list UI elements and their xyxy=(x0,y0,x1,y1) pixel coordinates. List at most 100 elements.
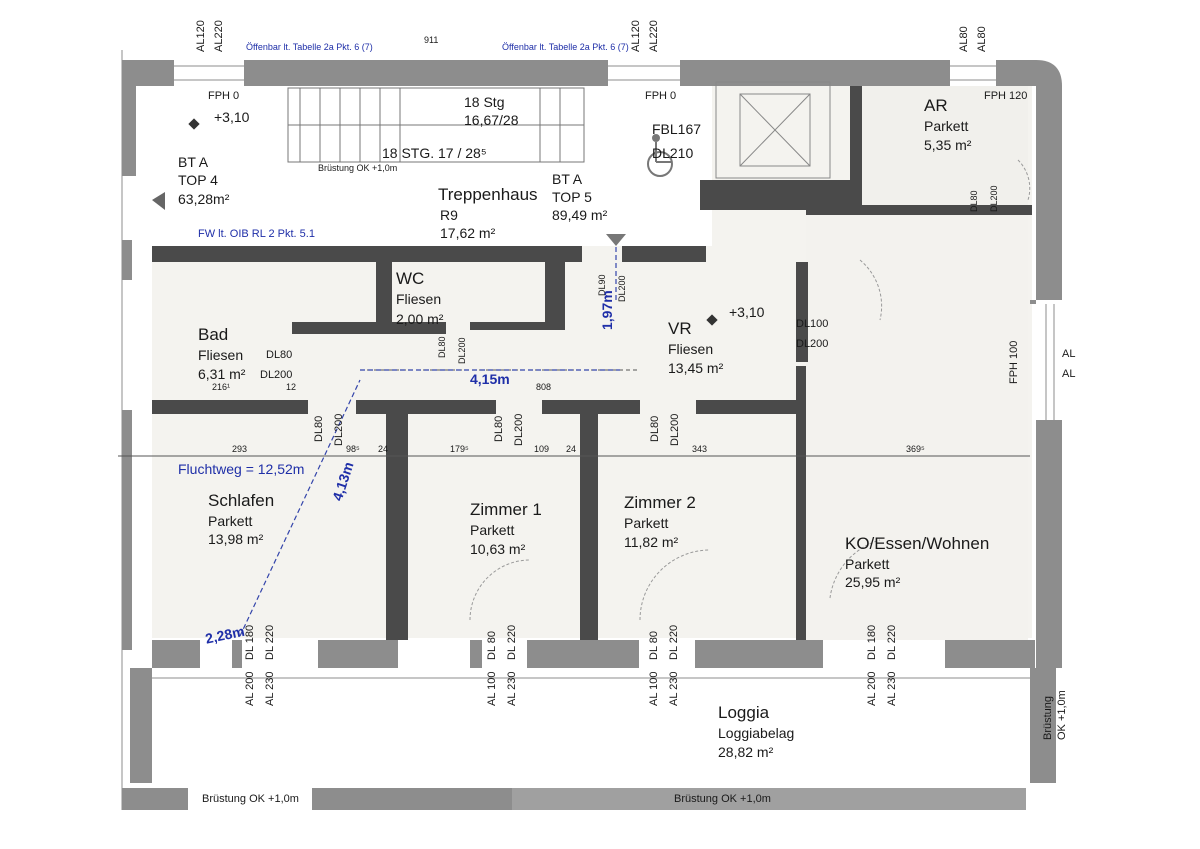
top5-bt: BT A xyxy=(552,171,583,187)
bad-floor: Fliesen xyxy=(198,347,244,363)
zimmer2-area: 11,82 m² xyxy=(624,534,679,550)
opening-label: AL 100 xyxy=(486,671,498,706)
zimmer1-floor: Parkett xyxy=(470,522,515,538)
opening-label: AL 230 xyxy=(264,671,276,706)
top5-area: 89,49 m² xyxy=(552,207,608,223)
bad-name: Bad xyxy=(198,325,229,344)
fph-label: FPH 100 xyxy=(1008,340,1020,384)
exit-arrow-icon xyxy=(152,192,165,210)
zimmer1-area: 10,63 m² xyxy=(470,541,526,557)
opening-label: AL220 xyxy=(648,20,660,52)
escape-distance: 4,15m xyxy=(470,371,510,387)
ar-area: 5,35 m² xyxy=(924,137,972,153)
loggia-name: Loggia xyxy=(718,703,770,722)
opening-label: AL 230 xyxy=(668,671,680,706)
opening-label: AL 200 xyxy=(866,671,878,706)
escape-distance: 1,97m xyxy=(599,290,615,330)
bruestung-label: Brüstung OK +1,0m xyxy=(202,793,299,805)
opening-label: AL220 xyxy=(213,20,225,52)
opening-label: AL120 xyxy=(630,20,642,52)
top4-title: TOP 4 xyxy=(178,172,218,188)
door-label: DL80 xyxy=(493,415,505,442)
door-label: DL80 xyxy=(649,415,661,442)
fbl-line1: FBL167 xyxy=(652,121,702,137)
ar-door: DL80 xyxy=(969,190,979,212)
opening-label: DL 180 xyxy=(866,624,878,660)
bruestung-label: Brüstung xyxy=(1042,695,1054,740)
entrance-arrow-icon xyxy=(606,234,626,246)
ar-floor: Parkett xyxy=(924,118,969,134)
dimension: 369⁵ xyxy=(906,444,925,454)
zimmer2-floor: Parkett xyxy=(624,515,669,531)
schlafen-area: 13,98 m² xyxy=(208,531,264,547)
wc-name: WC xyxy=(396,269,425,288)
wc-floor: Fliesen xyxy=(396,291,442,307)
treppenhaus-code: R9 xyxy=(440,207,458,223)
wheelchair-icon xyxy=(647,134,673,177)
dimension: 98⁵ xyxy=(346,444,360,454)
opening-label: AL 100 xyxy=(648,671,660,706)
staircase xyxy=(287,87,585,163)
schlafen-name: Schlafen xyxy=(208,491,275,510)
door-label: DL80 xyxy=(313,415,325,442)
door-label: DL200 xyxy=(617,275,627,302)
dimension-top: 911 xyxy=(424,35,439,45)
dimension: 109 xyxy=(534,444,550,454)
level-label: +3,10 xyxy=(729,304,765,320)
treppenhaus-name: Treppenhaus xyxy=(438,185,538,204)
fbl-line2: DL210 xyxy=(652,145,694,161)
bruestung-label: OK +1,0m xyxy=(1056,690,1068,740)
top4-bt: BT A xyxy=(178,154,209,170)
opening-label: AL 230 xyxy=(506,671,518,706)
ar-door: DL200 xyxy=(989,185,999,212)
loggia-floor: Loggiabelag xyxy=(718,725,795,741)
opening-label: AL120 xyxy=(195,20,207,52)
kowohnen-name: KO/Essen/Wohnen xyxy=(845,534,990,553)
vr-door: DL200 xyxy=(796,338,829,350)
fw-note: FW lt. OIB RL 2 Pkt. 5.1 xyxy=(198,228,315,240)
wc-door: DL200 xyxy=(457,337,467,364)
door-label: DL200 xyxy=(333,413,345,446)
door-swings xyxy=(469,159,1031,621)
zimmer1-name: Zimmer 1 xyxy=(470,500,542,519)
opening-label: AL 200 xyxy=(244,671,256,706)
top4-area: 63,28m² xyxy=(178,191,230,207)
dimension: 24 xyxy=(378,444,389,454)
bad-area: 6,31 m² xyxy=(198,366,246,382)
schlafen-floor: Parkett xyxy=(208,513,253,529)
vr-area: 13,45 m² xyxy=(668,360,724,376)
opening-label: AL xyxy=(1062,368,1076,380)
stairs-ratio: 16,67/28 xyxy=(464,112,519,128)
escape-route-lines xyxy=(239,238,620,637)
opening-label: DL 220 xyxy=(506,624,518,660)
dimension: 808 xyxy=(536,382,552,392)
bruestung-label: Brüstung OK +1,0m xyxy=(674,793,771,805)
opening-label: AL 230 xyxy=(886,671,898,706)
opening-label: DL 220 xyxy=(668,624,680,660)
wc-area: 2,00 m² xyxy=(396,311,444,327)
kowohnen-floor: Parkett xyxy=(845,556,890,572)
opening-note: Öffenbar lt. Tabelle 2a Pkt. 6 (7) xyxy=(246,42,373,52)
ar-name: AR xyxy=(924,96,948,115)
dimension: 24 xyxy=(566,444,577,454)
opening-label: DL 220 xyxy=(264,624,276,660)
escape-route-total: Fluchtweg = 12,52m xyxy=(178,461,305,477)
wc-door: DL80 xyxy=(437,336,447,358)
opening-label: DL 220 xyxy=(886,624,898,660)
dimension: 12 xyxy=(286,382,297,392)
door-label: DL200 xyxy=(513,413,525,446)
top5-title: TOP 5 xyxy=(552,189,592,205)
fph-label: FPH 0 xyxy=(645,90,677,102)
interior-walls xyxy=(152,86,1032,640)
opening-label: AL xyxy=(1062,348,1076,360)
opening-label: AL80 xyxy=(976,26,988,52)
fph-label: FPH 0 xyxy=(208,90,240,102)
treppenhaus-area: 17,62 m² xyxy=(440,225,496,241)
bad-door: DL80 xyxy=(266,349,293,361)
vr-door: DL100 xyxy=(796,318,829,330)
dimension: 343 xyxy=(692,444,708,454)
dimension: 293 xyxy=(232,444,248,454)
level-label: +3,10 xyxy=(214,109,250,125)
opening-label: DL 80 xyxy=(648,631,660,660)
